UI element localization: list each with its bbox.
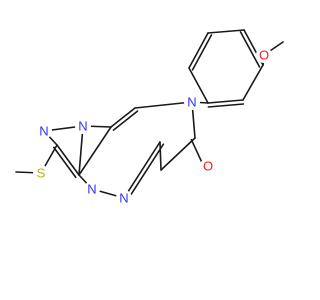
bond-layer	[15, 29, 284, 201]
atom-label-o-carbonyl: O	[203, 159, 213, 174]
atom-label-n-pyrimidine: N	[119, 191, 128, 206]
bond-double-c2-c9a	[52, 146, 77, 179]
bond-p2-p3	[188, 32, 209, 69]
structure-canvas: N N N N N S O O	[15, 29, 284, 206]
bond-p3-p4	[207, 29, 245, 34]
bond-p5-p6	[242, 64, 264, 101]
atom-mask-o-carbonyl	[200, 158, 216, 174]
bond-double-p1-p6	[207, 103, 245, 108]
bond-n9-c9a	[78, 125, 84, 176]
bond-c4a-c5	[159, 141, 162, 171]
bond-n7-c7	[134, 101, 193, 109]
molecule-diagram: N N N N N S O O	[15, 29, 284, 206]
bond-double-p2-p3	[191, 34, 213, 71]
bond-double-c4-c5	[126, 143, 165, 201]
atom-mask-s-thioether	[33, 165, 49, 181]
bond-c2-c9a	[56, 144, 80, 176]
bond-double-p4-p5	[239, 31, 261, 68]
atom-label-o-methoxy: O	[259, 48, 269, 63]
bond-c9a-c8	[78, 126, 112, 176]
bond-c4a-c6	[160, 137, 196, 171]
atom-mask-n-pyrimidine	[116, 190, 132, 206]
atom-label-s-thioether: S	[37, 166, 46, 181]
atom-label-n-triazole-top: N	[39, 124, 48, 139]
atom-label-n-pyridinone: N	[187, 95, 196, 110]
atom-mask-n-triazole-bridge	[75, 118, 91, 134]
bond-c8-c7	[110, 107, 136, 128]
atom-mask-n-triazole-bottom	[84, 181, 100, 197]
bond-p1-p2	[188, 67, 209, 104]
atom-label-n-triazole-bridge: N	[78, 119, 87, 134]
atom-mask-n-pyridinone	[184, 94, 200, 110]
atom-mask-n-triazole-top	[36, 123, 52, 139]
atom-mask-o-methoxy	[256, 47, 272, 63]
bond-c5-c4	[123, 141, 161, 199]
bond-double-c8-c7	[112, 110, 139, 131]
atom-label-layer: N N N N N S O O	[33, 47, 272, 206]
bond-p6-p1	[207, 99, 244, 104]
atom-label-n-triazole-bottom: N	[87, 182, 96, 197]
